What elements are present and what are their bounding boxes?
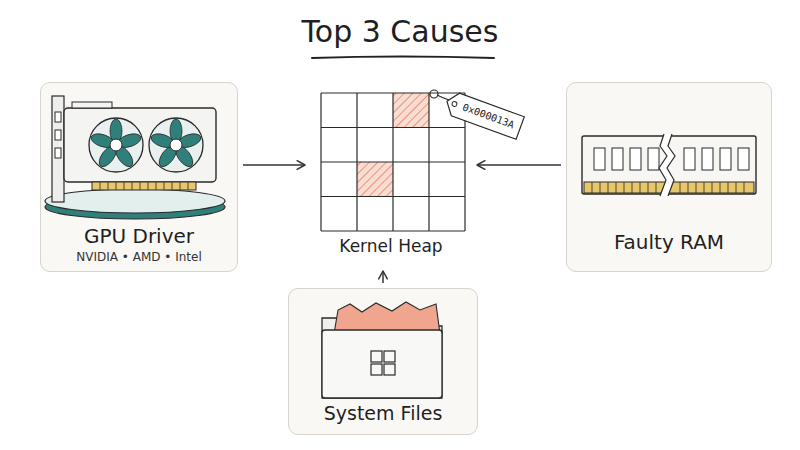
connector-arrow (243, 161, 305, 170)
connector-line (477, 164, 561, 166)
corrupted-cell (393, 93, 429, 128)
heap-grid-node: Kernel Heap (310, 92, 472, 266)
cause-box: Faulty RAM (566, 82, 772, 272)
node-heading: Kernel Heap (310, 235, 472, 257)
tag-shape-part (443, 90, 525, 139)
node-heading: System Files (289, 400, 477, 426)
node-subtext: NVIDIA • AMD • Intel (41, 249, 237, 265)
cause-box: GPU DriverNVIDIA • AMD • Intel (40, 82, 238, 272)
node-text-group: GPU DriverNVIDIA • AMD • Intel (41, 223, 237, 265)
diagram-title: Top 3 Causes (0, 14, 800, 50)
heap-grid (320, 92, 466, 232)
node-text-group: System Files (289, 400, 477, 426)
title-underline-part (312, 57, 494, 59)
connector-arrow (379, 271, 388, 283)
node-heading: GPU Driver (41, 223, 237, 249)
cause-box: System Files (288, 288, 478, 435)
arrow-head (477, 161, 485, 170)
grid-line (321, 230, 465, 231)
address-tag: 0x000013A (442, 89, 526, 141)
tag-string-part (437, 95, 449, 100)
grid-line (321, 196, 465, 197)
tag-label: 0x000013A (453, 93, 524, 140)
tag-string-part (430, 90, 438, 98)
tag-string (430, 90, 449, 100)
grid-line (321, 161, 465, 162)
connector-line (382, 271, 384, 283)
arrow-head (379, 271, 388, 279)
title-underline (312, 57, 494, 59)
node-text-group: Faulty RAM (567, 229, 771, 255)
corrupted-cell (357, 162, 393, 197)
connector-line (243, 164, 305, 166)
grid-line (428, 93, 429, 231)
node-text-group: Kernel Heap (310, 235, 472, 257)
arrow-head (297, 161, 305, 170)
grid-line (464, 93, 465, 231)
connector-arrow (477, 161, 561, 170)
node-heading: Faulty RAM (567, 229, 771, 255)
tag-shape-part (451, 101, 457, 107)
